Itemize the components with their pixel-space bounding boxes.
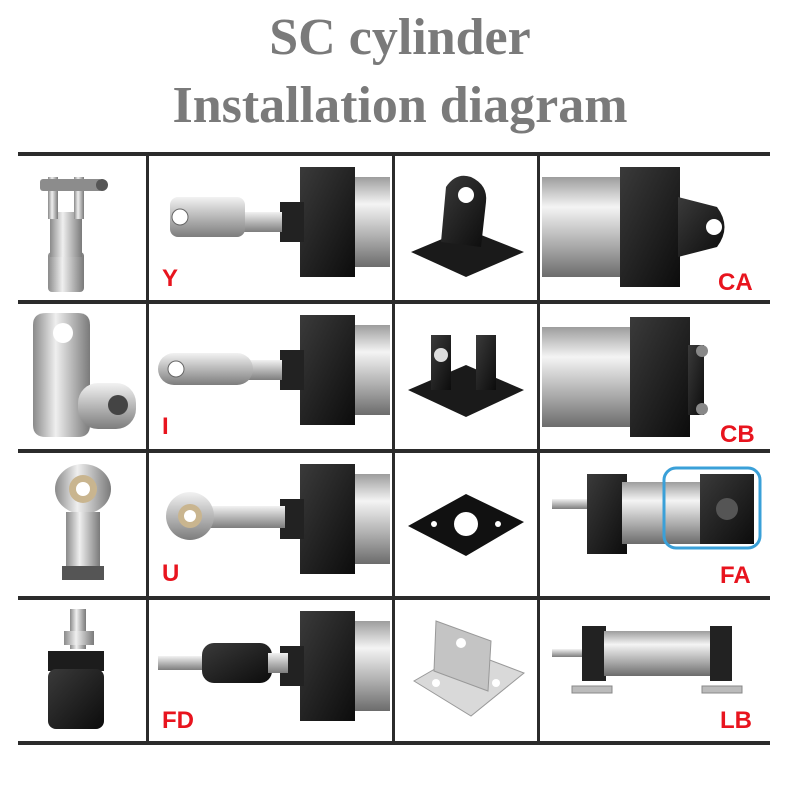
title-line-2: Installation diagram <box>172 77 628 134</box>
code-label-fa: FA <box>720 562 751 589</box>
code-label-ca: CA <box>718 269 753 296</box>
i-cylinder-assembly: I <box>150 305 390 447</box>
grid-line <box>146 152 149 744</box>
code-label-u: U <box>162 560 180 587</box>
u-cylinder-assembly: U <box>150 454 390 594</box>
fa-flange-plate-photo <box>396 454 535 594</box>
lb-foot-bracket-photo <box>396 601 535 739</box>
fd-cylinder-assembly: FD <box>150 601 390 739</box>
code-label-i: I <box>162 413 169 440</box>
fa-cylinder-assembly: FA <box>542 454 770 594</box>
code-label-lb: LB <box>720 707 752 734</box>
grid-line <box>392 152 395 744</box>
code-label-fd: FD <box>162 707 194 734</box>
fd-floating-joint-photo <box>18 601 144 739</box>
i-rod-eye-photo <box>18 305 144 447</box>
u-rod-end-photo <box>18 454 144 594</box>
lb-cylinder-assembly: LB <box>542 601 770 739</box>
grid-line <box>537 152 540 744</box>
y-cylinder-assembly: Y <box>150 157 390 298</box>
code-label-cb: CB <box>720 421 755 447</box>
title-line-1: SC cylinder <box>269 9 531 66</box>
ca-cylinder-assembly: CA <box>542 157 770 298</box>
ca-bracket-photo <box>396 157 535 298</box>
cb-cylinder-assembly: CB <box>542 305 770 447</box>
y-clevis-photo <box>18 157 144 298</box>
code-label-y: Y <box>162 265 179 292</box>
cb-bracket-photo <box>396 305 535 447</box>
